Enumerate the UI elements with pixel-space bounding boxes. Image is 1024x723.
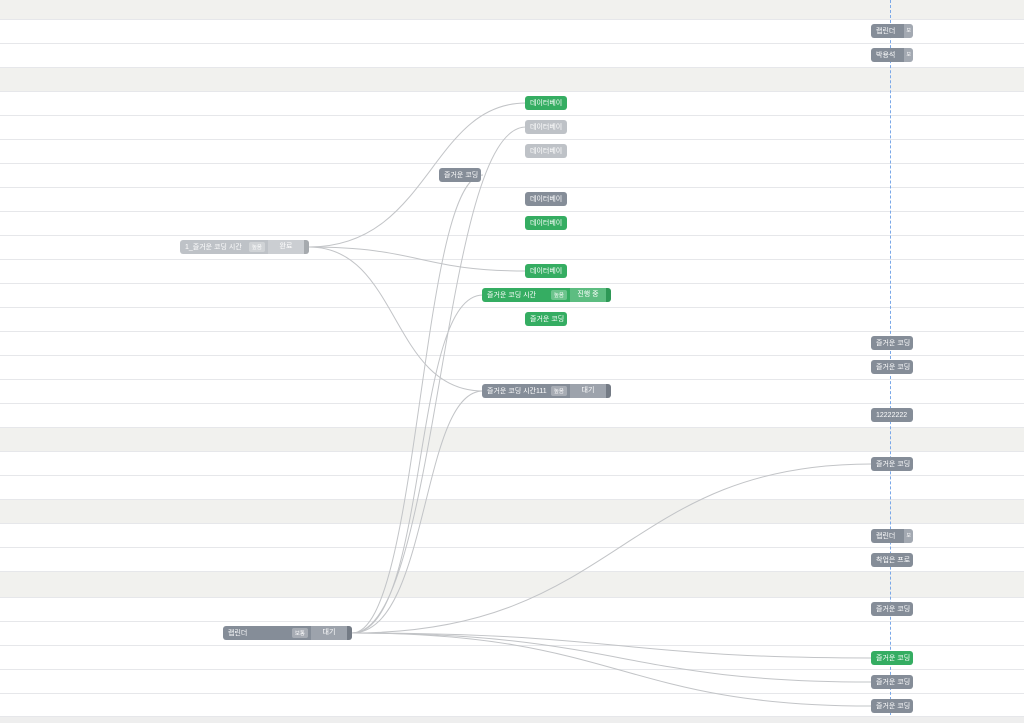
resize-handle[interactable] (304, 240, 309, 254)
group-row[interactable] (0, 428, 1024, 452)
task-row[interactable] (0, 164, 1024, 188)
task-bar[interactable]: 즐거운 코딩 (871, 602, 913, 616)
task-row[interactable] (0, 212, 1024, 236)
task-bar[interactable]: 1_즐거운 코딩 시간 높음 완료 (180, 240, 309, 254)
task-bar[interactable]: 즐거운 코딩 (871, 457, 913, 471)
task-bar[interactable]: 데이터베이 (525, 216, 567, 230)
task-bar-status: 대기 (570, 384, 606, 398)
task-bar[interactable]: 즐거운 코딩 시간 높음 진행 중 (482, 288, 611, 302)
task-bar[interactable]: 랩린더 보 (871, 24, 913, 38)
task-bar-label: 즐거운 코딩 (876, 340, 911, 347)
task-bar-label: 즐거운 코딩 (876, 606, 911, 613)
resize-handle[interactable] (606, 288, 611, 302)
priority-badge: 보통 (291, 628, 308, 638)
task-bar[interactable]: 랩린더 보통 대기 (223, 626, 352, 640)
task-bar-label: 1_즐거운 코딩 시간 (185, 244, 242, 251)
task-bar-status: 보 (904, 24, 913, 38)
task-bar-label: 12222222 (876, 411, 908, 419)
task-bar[interactable]: 데이터베이 (525, 144, 567, 158)
task-bar-label: 데이터베이 (530, 100, 563, 107)
task-bar-label: 박용석 (876, 52, 896, 59)
task-bar[interactable]: 데이터베이 (525, 192, 567, 206)
priority-badge: 높음 (550, 386, 567, 396)
task-row[interactable] (0, 476, 1024, 500)
group-row[interactable] (0, 572, 1024, 598)
task-bar-label: 즐거운 코딩 (530, 316, 565, 323)
group-row[interactable] (0, 68, 1024, 92)
task-bar[interactable]: 데이터베이 (525, 264, 567, 278)
task-bar-label: 데이터베이 (530, 268, 563, 275)
priority-badge: 높음 (248, 242, 265, 252)
task-bar-status: 보 (904, 48, 913, 62)
task-row[interactable] (0, 140, 1024, 164)
horizontal-scrollbar[interactable] (0, 717, 1024, 723)
task-row[interactable] (0, 188, 1024, 212)
task-bar[interactable]: 12222222 (871, 408, 913, 422)
task-bar-label: 데이터베이 (530, 148, 563, 155)
task-row[interactable] (0, 622, 1024, 646)
group-row[interactable] (0, 500, 1024, 524)
task-bar[interactable]: 즐거운 코딩 (871, 675, 913, 689)
group-row[interactable] (0, 0, 1024, 20)
task-row[interactable] (0, 44, 1024, 68)
task-bar-label: 즐거운 코딩 시간111 (487, 388, 547, 395)
task-bar[interactable]: 즐거운 코딩 (525, 312, 567, 326)
task-bar-label: 랩린더 (876, 28, 896, 35)
task-bar-label: 랩린더 (876, 533, 896, 540)
task-bar[interactable]: 박용석 보 (871, 48, 913, 62)
task-bar-label: 착업은 프로 (876, 557, 911, 564)
task-bar[interactable]: 즐거운 코딩 (871, 336, 913, 350)
task-bar[interactable]: 즐거운 코딩 (871, 360, 913, 374)
priority-badge: 높음 (550, 290, 567, 300)
resize-handle[interactable] (347, 626, 352, 640)
task-bar-label: 즐거운 코딩 (876, 655, 911, 662)
task-bar-label: 데이터베이 (530, 220, 563, 227)
task-bar-status: 완료 (268, 240, 304, 254)
task-row[interactable] (0, 20, 1024, 44)
task-bar[interactable]: 데이터베이 (525, 96, 567, 110)
task-bar-label: 데이터베이 (530, 124, 563, 131)
task-bar-label: 즐거운 코딩 (876, 703, 911, 710)
task-bar-status: 대기 (311, 626, 347, 640)
task-bar[interactable]: 즐거운 코딩 (871, 699, 913, 713)
resize-handle[interactable] (606, 384, 611, 398)
task-row[interactable] (0, 116, 1024, 140)
task-bar[interactable]: 착업은 프로 (871, 553, 913, 567)
task-bar[interactable]: 즐거운 코딩 (439, 168, 481, 182)
task-bar-label: 즐거운 코딩 (876, 461, 911, 468)
task-bar-label: 즐거운 코딩 시간 (487, 292, 536, 299)
task-bar-status: 진행 중 (570, 288, 606, 302)
task-row[interactable] (0, 308, 1024, 332)
task-bar-label: 데이터베이 (530, 196, 563, 203)
task-bar-label: 랩린더 (228, 630, 248, 637)
task-bar-status: 보 (904, 529, 913, 543)
task-bar[interactable]: 즐거운 코딩 시간111 높음 대기 (482, 384, 611, 398)
task-bar[interactable]: 랩린더 보 (871, 529, 913, 543)
task-row[interactable] (0, 236, 1024, 260)
task-bar-label: 즐거운 코딩 (876, 679, 911, 686)
task-row[interactable] (0, 92, 1024, 116)
task-bar[interactable]: 즐거운 코딩 (871, 651, 913, 665)
task-row[interactable] (0, 260, 1024, 284)
task-bar-label: 즐거운 코딩 (876, 364, 911, 371)
task-bar-label: 즐거운 코딩 (444, 172, 479, 179)
task-bar[interactable]: 데이터베이 (525, 120, 567, 134)
